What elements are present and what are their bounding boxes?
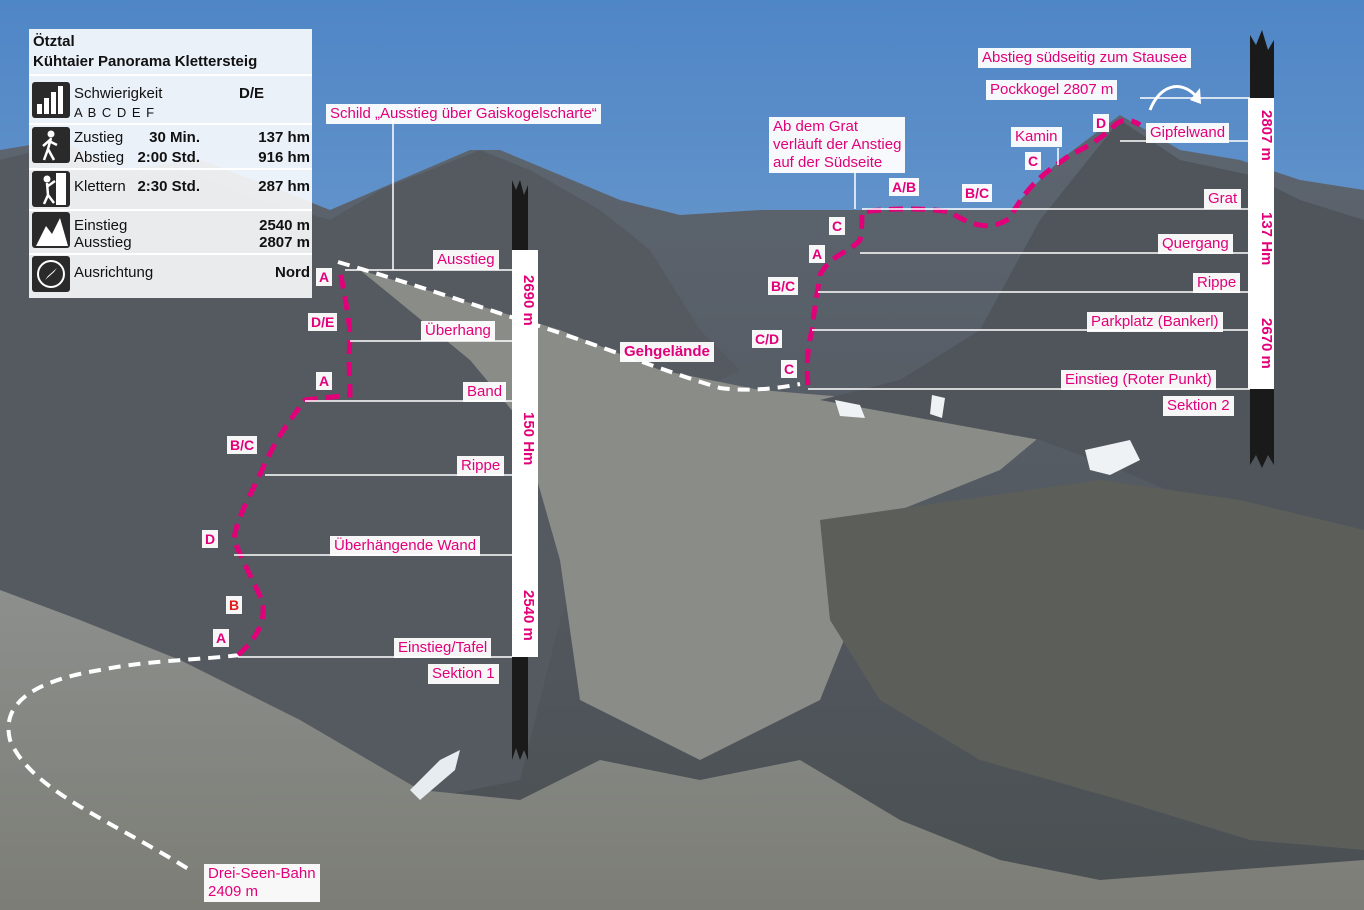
grade-badge: A/B xyxy=(889,178,920,196)
route-section-1 xyxy=(231,269,353,657)
grade-badge: A xyxy=(809,245,826,263)
approach-time: 30 Min. xyxy=(149,129,200,146)
aspect-value: Nord xyxy=(275,264,310,281)
scale1-top: 2690 m xyxy=(520,275,537,326)
scale1-bottom: 2540 m xyxy=(520,590,537,641)
region-title: Ötztal xyxy=(33,33,75,50)
label-parkplatz: Parkplatz (Bankerl) xyxy=(1087,312,1223,332)
route-title: Kühtaier Panorama Klettersteig xyxy=(33,53,258,70)
label-rippe-2: Rippe xyxy=(1193,273,1241,293)
divider xyxy=(29,123,312,125)
approach-label: Zustieg xyxy=(74,129,124,146)
scale2-mid: 137 Hm xyxy=(1258,212,1275,266)
label-einstieg-tafel: Einstieg/Tafel xyxy=(394,638,492,658)
sign-label: Schild „Ausstieg über Gaiskogelscharte“ xyxy=(326,104,601,124)
difficulty-value: D/E xyxy=(238,85,264,102)
scale-bar-section-1 xyxy=(512,180,538,760)
climber-icon xyxy=(32,171,70,207)
exit-label: Ausstieg xyxy=(74,234,132,251)
difficulty-icon xyxy=(32,82,70,118)
traverse-path xyxy=(337,260,801,392)
compass-icon xyxy=(32,256,70,292)
descent-note: Abstieg südseitig zum Stausee xyxy=(978,48,1192,68)
grade-badge: B/C xyxy=(962,184,993,202)
summit-label: Pockkogel 2807 m xyxy=(986,80,1118,100)
grade-badge: D/E xyxy=(308,313,338,331)
grade-badge: A xyxy=(316,268,333,286)
grade-badge: B xyxy=(226,596,243,614)
label-sektion-1: Sektion 1 xyxy=(428,664,499,684)
label-kamin: Kamin xyxy=(1011,127,1062,147)
snow-patch xyxy=(930,395,945,418)
info-panel: Ötztal Kühtaier Panorama Klettersteig Sc… xyxy=(29,29,312,298)
foreground-left xyxy=(0,590,1364,910)
label-ausstieg: Ausstieg xyxy=(433,250,499,270)
label-quergang: Quergang xyxy=(1158,234,1233,254)
arrow-head xyxy=(1190,88,1201,104)
label-grat: Grat xyxy=(1204,189,1242,209)
scale2-bottom: 2670 m xyxy=(1258,318,1275,369)
altitude-icon xyxy=(32,212,70,248)
snow-patch xyxy=(835,400,865,418)
aspect-label: Ausrichtung xyxy=(74,264,154,281)
grade-badge: B/C xyxy=(227,436,258,454)
divider xyxy=(29,209,312,211)
grade-badge: A xyxy=(213,629,230,647)
scale2-top: 2807 m xyxy=(1258,110,1275,161)
climb-label: Klettern xyxy=(74,178,126,195)
lift-label: Drei-Seen-Bahn 2409 m xyxy=(204,864,320,902)
grade-badge: B/C xyxy=(768,277,799,295)
start-alt: 2540 m xyxy=(259,217,310,234)
divider xyxy=(29,74,312,76)
grade-badge: D xyxy=(202,530,219,548)
summit-descent-arrow xyxy=(1148,85,1197,111)
grade-badge: A xyxy=(316,372,333,390)
hiker-icon xyxy=(32,127,70,163)
climb-hm: 287 hm xyxy=(258,178,310,195)
ridge-note: Ab dem Grat verläuft der Anstieg auf der… xyxy=(769,117,906,173)
snow-patch xyxy=(410,750,460,800)
approach-hm: 137 hm xyxy=(258,129,310,146)
scale1-mid: 150 Hm xyxy=(520,412,537,466)
label-einstieg-roter-punkt: Einstieg (Roter Punkt) xyxy=(1061,370,1216,390)
right-massif xyxy=(820,120,1364,560)
label-ueberhaengende-wand: Überhängende Wand xyxy=(330,536,481,556)
difficulty-label: Schwierigkeit xyxy=(74,85,163,102)
label-rippe: Rippe xyxy=(457,456,505,476)
label-sektion-2: Sektion 2 xyxy=(1163,396,1234,416)
grade-badge: C xyxy=(1025,152,1042,170)
label-band: Band xyxy=(463,382,507,402)
label-ueberhang: Überhang xyxy=(421,321,495,341)
approach-path xyxy=(6,653,241,872)
exit-alt: 2807 m xyxy=(259,234,310,251)
descent-time: 2:00 Std. xyxy=(137,149,200,166)
scale-bar-section-2 xyxy=(1248,30,1274,468)
grade-badge: C xyxy=(781,360,798,378)
descent-label: Abstieg xyxy=(74,149,125,166)
divider xyxy=(29,253,312,255)
grade-badge: C xyxy=(829,217,846,235)
foreground-rock xyxy=(820,480,1364,850)
divider xyxy=(29,168,312,170)
start-label: Einstieg xyxy=(74,217,128,234)
label-gipfelwand: Gipfelwand xyxy=(1146,123,1230,143)
descent-hm: 916 hm xyxy=(258,149,310,166)
climb-time: 2:30 Std. xyxy=(137,178,200,195)
terrain-label: Gehgelände xyxy=(620,342,714,362)
grade-badge: C/D xyxy=(752,330,783,348)
grade-badge: D xyxy=(1093,114,1110,132)
difficulty-scale: A B C D E F xyxy=(74,105,156,120)
snow-patch xyxy=(1085,440,1140,475)
